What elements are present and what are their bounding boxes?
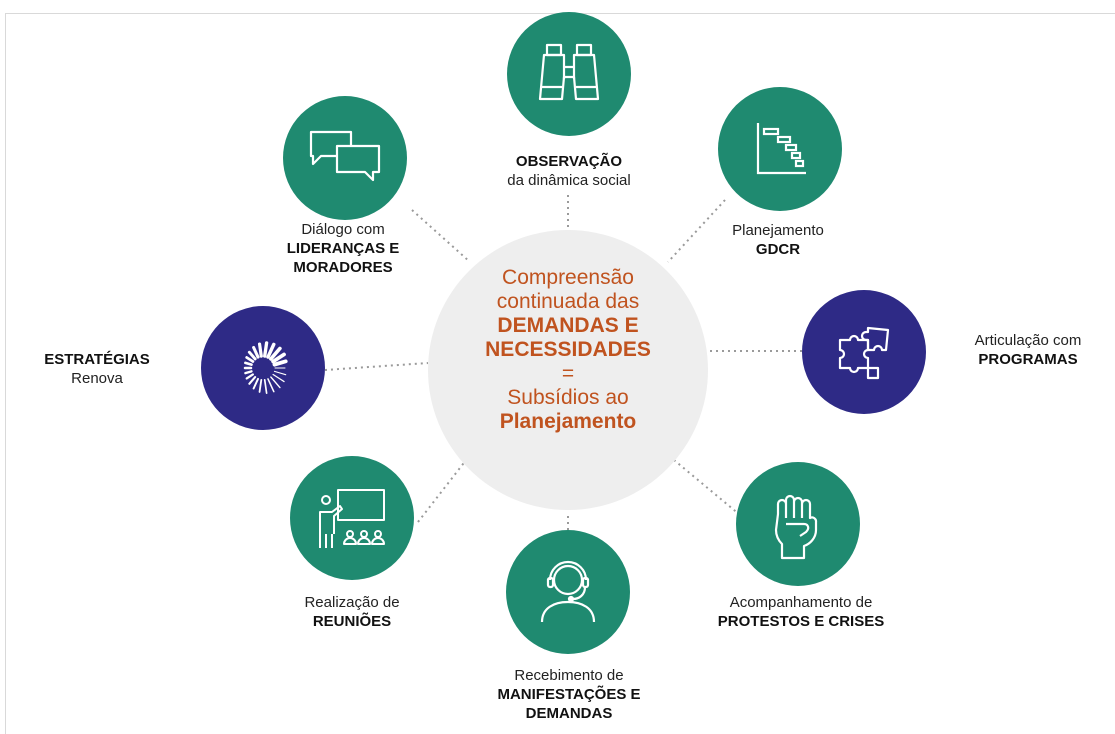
label-manifestacoes: Recebimento de MANIFESTAÇÕES E DEMANDAS bbox=[458, 666, 680, 723]
dialogo-normal: Diálogo com bbox=[301, 221, 385, 238]
node-manifestacoes bbox=[506, 530, 630, 654]
observacao-normal: da dinâmica social bbox=[507, 172, 631, 189]
manifestacoes-bold-2: DEMANDAS bbox=[525, 705, 613, 722]
manifestacoes-bold-1: MANIFESTAÇÕES E bbox=[497, 686, 641, 703]
node-dialogo bbox=[283, 96, 407, 220]
renova-ray bbox=[244, 361, 253, 366]
dialogo-bold-1: LIDERANÇAS E bbox=[286, 240, 400, 257]
presentation-icon bbox=[319, 489, 385, 548]
center-line-7: Planejamento bbox=[499, 410, 637, 433]
center-line-2: continuada das bbox=[496, 290, 640, 313]
node-observacao bbox=[507, 12, 631, 136]
renova-ray bbox=[258, 378, 263, 393]
reunioes-normal: Realização de bbox=[304, 594, 400, 611]
renova-ray bbox=[248, 376, 257, 385]
renova-ray bbox=[273, 370, 287, 376]
planejamento-bold: GDCR bbox=[755, 241, 801, 258]
protestos-normal: Acompanhamento de bbox=[729, 594, 873, 611]
center-circle bbox=[428, 230, 708, 510]
center-text: Compreensão continuada das DEMANDAS E NE… bbox=[428, 266, 708, 434]
renova-ray bbox=[245, 356, 255, 363]
renova-ray bbox=[247, 350, 257, 361]
renova-ray bbox=[257, 342, 263, 358]
observacao-bold: OBSERVAÇÃO bbox=[515, 153, 623, 170]
binoculars-icon bbox=[538, 43, 600, 101]
renova-ray bbox=[252, 377, 259, 390]
renova-ray bbox=[263, 379, 268, 394]
connector-planejamento bbox=[667, 199, 726, 263]
center-line-5: = bbox=[561, 362, 575, 385]
renova-ray bbox=[267, 378, 275, 393]
connector-reunioes bbox=[417, 454, 471, 523]
connector-estrategias bbox=[324, 362, 429, 371]
estrategias-normal: Renova bbox=[71, 370, 123, 387]
headset-icon bbox=[540, 560, 596, 623]
node-protestos bbox=[736, 462, 860, 586]
speech-bubbles-icon bbox=[309, 130, 381, 182]
raised-fist-icon bbox=[774, 494, 818, 560]
center-line-3: DEMANDAS E bbox=[497, 314, 639, 337]
node-planejamento bbox=[718, 87, 842, 211]
node-reunioes bbox=[290, 456, 414, 580]
renova-ray bbox=[271, 352, 286, 364]
renova-ray bbox=[272, 359, 288, 367]
renova-ray bbox=[245, 373, 255, 380]
connector-dialogo bbox=[411, 209, 471, 263]
articulacao-bold: PROGRAMAS bbox=[978, 351, 1078, 368]
dialogo-bold-2: MORADORES bbox=[293, 259, 393, 276]
planejamento-normal: Planejamento bbox=[732, 222, 824, 239]
renova-ray bbox=[270, 376, 281, 389]
puzzle-icon bbox=[838, 326, 890, 380]
renova-ray bbox=[252, 345, 260, 359]
articulacao-normal: Articulação com bbox=[974, 332, 1082, 349]
node-estrategias bbox=[201, 306, 325, 430]
label-observacao: OBSERVAÇÃO da dinâmica social bbox=[458, 152, 680, 190]
renova-ray bbox=[272, 373, 285, 383]
gantt-chart-icon bbox=[756, 123, 806, 175]
label-protestos: Acompanhamento de PROTESTOS E CRISES bbox=[690, 593, 912, 631]
estrategias-bold: ESTRATÉGIAS bbox=[44, 351, 150, 368]
frame-border-left bbox=[5, 13, 6, 734]
node-articulacao bbox=[802, 290, 926, 414]
center-line-1: Compreensão bbox=[502, 266, 634, 289]
label-reunioes: Realização de REUNIÕES bbox=[256, 593, 448, 631]
manifestacoes-normal: Recebimento de bbox=[514, 667, 624, 684]
connector-protestos bbox=[667, 454, 741, 516]
renova-ray bbox=[266, 342, 276, 359]
center-line-6: Subsídios ao bbox=[507, 386, 629, 409]
renova-ray bbox=[263, 341, 269, 358]
center-line-4: NECESSIDADES bbox=[485, 338, 651, 361]
label-articulacao: Articulação com PROGRAMAS bbox=[948, 331, 1108, 369]
reunioes-bold: REUNIÕES bbox=[312, 613, 392, 630]
renova-ray bbox=[244, 370, 253, 375]
protestos-bold: PROTESTOS E CRISES bbox=[717, 613, 885, 630]
renova-ray bbox=[269, 346, 282, 361]
label-dialogo: Diálogo com LIDERANÇAS E MORADORES bbox=[258, 220, 428, 277]
label-estrategias: ESTRATÉGIAS Renova bbox=[32, 350, 162, 388]
renova-logo-icon bbox=[243, 341, 288, 394]
label-planejamento: Planejamento GDCR bbox=[700, 221, 856, 259]
